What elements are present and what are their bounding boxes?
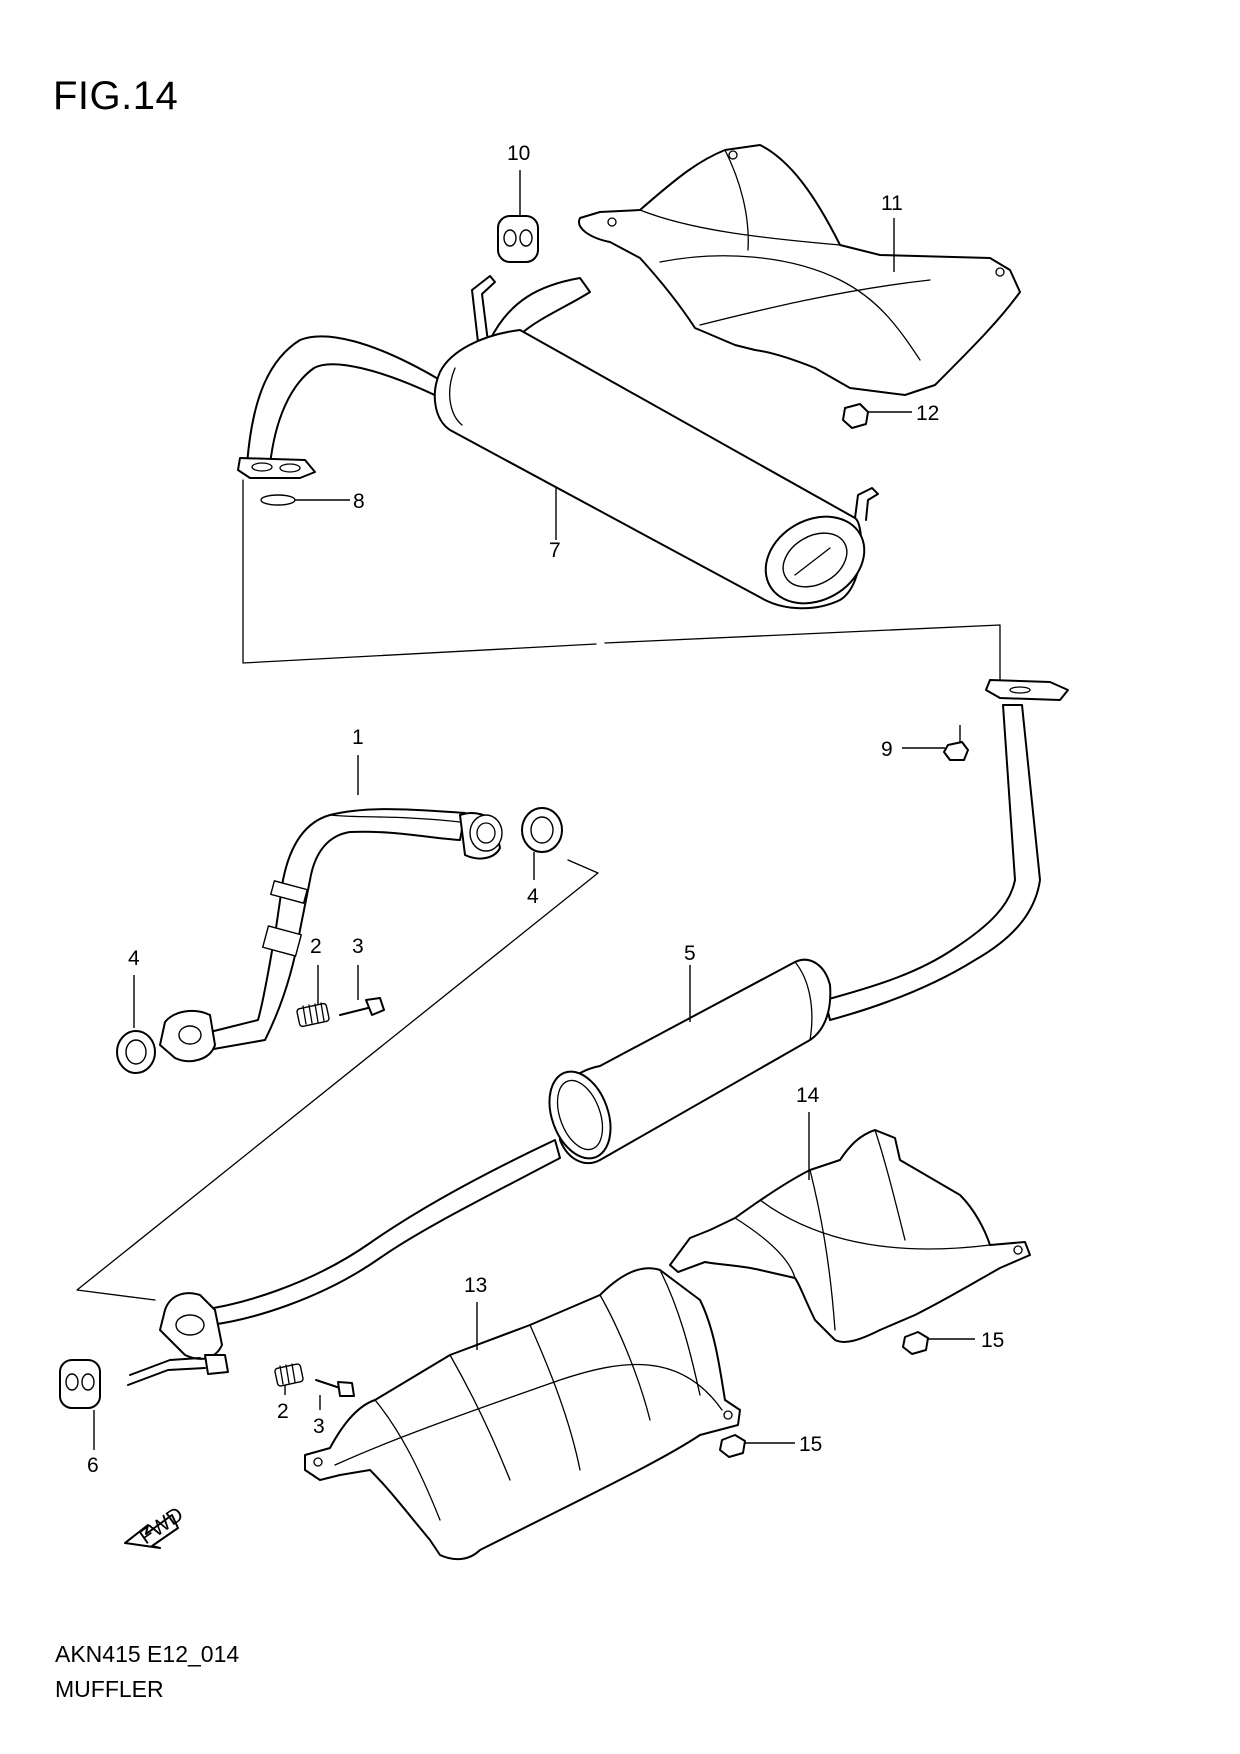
leader-lines [93,170,975,1450]
heat-shield-14 [669,1129,1031,1343]
gasket-8 [260,494,296,506]
callout-9: 9 [881,738,893,761]
spring-2-upper [296,1002,330,1028]
callout-3-upper: 3 [352,935,364,958]
callout-4-right: 4 [527,885,539,908]
rubber-mount-10 [497,215,539,263]
front-pipe-1 [159,808,503,1063]
nut-9 [943,741,969,761]
callout-11: 11 [881,192,903,215]
nut-15-right [902,1331,929,1355]
bolt-3-upper [339,997,385,1016]
spring-2-lower [274,1363,304,1387]
callout-3-lower: 3 [313,1415,325,1438]
bolt-3-lower [315,1379,355,1397]
callout-12: 12 [916,402,939,425]
callout-13: 13 [464,1274,487,1297]
figure-title: FIG.14 [53,74,179,118]
callout-10: 10 [507,142,530,165]
fwd-label: FWD [135,1503,187,1549]
callout-2-upper: 2 [310,935,322,958]
ring-4-lower [116,1030,156,1074]
nut-12 [842,403,869,429]
callout-1: 1 [352,726,364,749]
callout-6: 6 [87,1454,99,1477]
callout-4-left: 4 [128,947,140,970]
callout-14: 14 [796,1084,820,1107]
callout-8: 8 [353,490,365,513]
callout-7: 7 [549,539,561,562]
heat-shield-11 [578,144,1021,396]
guide-line-upper-right [604,624,1001,691]
figure-name: MUFFLER [55,1676,164,1702]
heat-shield-13 [304,1267,741,1561]
guide-line-lower [76,859,599,1301]
callout-2-lower: 2 [277,1400,289,1423]
rear-muffler [237,275,879,610]
nut-15-lower [719,1434,746,1458]
fwd-arrow-icon: FWD [124,1503,188,1549]
rubber-mount-6 [59,1359,101,1409]
callout-5: 5 [684,942,696,965]
callout-15-right: 15 [981,1329,1004,1352]
figure-code: AKN415 E12_014 [55,1641,240,1667]
center-pipe-muffler [127,679,1069,1386]
ring-4-upper [521,807,563,853]
callout-15-lower: 15 [799,1433,822,1456]
guide-line-upper [242,479,597,664]
